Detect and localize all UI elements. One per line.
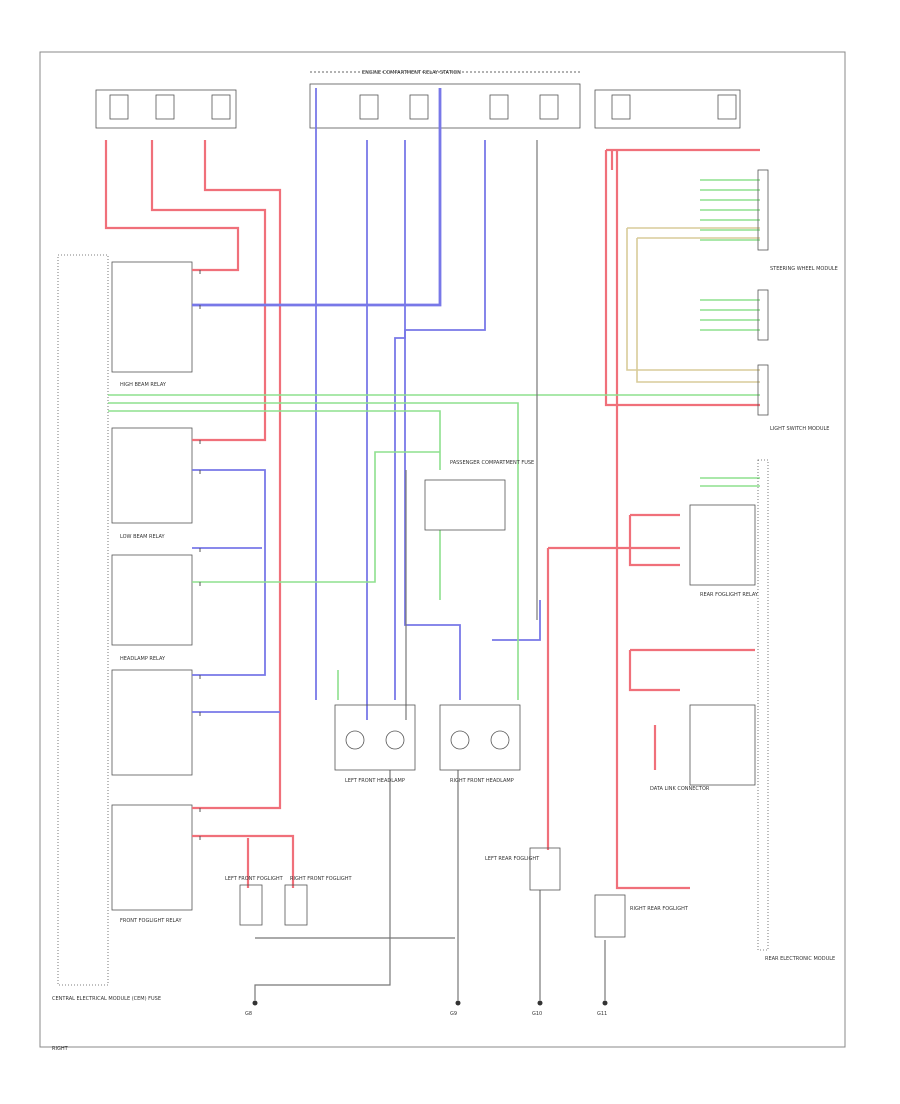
left-foglight-box: [239, 884, 263, 926]
high-beam-relay-label: HIGH BEAM RELAY: [120, 382, 167, 388]
relay-box-4: [111, 669, 193, 776]
right-headlamp-box: [439, 704, 521, 771]
cem-note: CENTRAL ELECTRICAL MODULE (CEM) FUSE: [52, 996, 161, 1002]
gray-wires: [254, 140, 606, 1000]
left-headlamp-box: [334, 704, 416, 771]
right-rear-fog-box: [594, 894, 626, 938]
ground-label-3: G10: [532, 1011, 542, 1017]
front-fog-relay-label: FRONT FOGLIGHT RELAY: [120, 918, 182, 924]
light-switch-label: LIGHT SWITCH MODULE: [770, 426, 829, 432]
headlamp-relay-box: [111, 554, 193, 646]
ground-symbols: [252, 1000, 608, 1006]
fuse-row-top: [95, 83, 741, 129]
passenger-fuse-box: [424, 479, 506, 531]
red-wires: [104, 140, 760, 890]
right-foglight-label: RIGHT FRONT FOGLIGHT: [290, 876, 352, 882]
right-rear-fog-label: RIGHT REAR FOGLIGHT: [630, 906, 689, 912]
right-foglight-box: [284, 884, 308, 926]
fog-relay-box: [689, 704, 756, 786]
ground-label-4: G11: [597, 1011, 607, 1017]
headlamp-relay-label: HEADLAMP RELAY: [120, 656, 166, 662]
left-foglight-label: LEFT FRONT FOGLIGHT: [225, 876, 284, 882]
footer-code: RIGHT: [52, 1046, 69, 1052]
low-beam-relay-label: LOW BEAM RELAY: [120, 534, 166, 540]
data-link-label: DATA LINK CONNECTOR: [650, 786, 710, 792]
rear-electronic-label: REAR ELECTRONIC MODULE: [765, 956, 835, 962]
right-headlamp-bulb: [450, 730, 470, 750]
front-fog-relay-box: [111, 804, 193, 911]
left-rear-fog-label: LEFT REAR FOGLIGHT: [485, 856, 540, 862]
ground-label-1: G8: [245, 1011, 252, 1017]
right-headlamp-label: RIGHT FRONT HEADLAMP: [450, 778, 514, 784]
rear-fog-relay-box: [689, 504, 756, 586]
left-rear-fog-box: [529, 847, 561, 891]
rear-electronic-module-box: [757, 459, 769, 951]
top-bus-label: ENGINE COMPARTMENT RELAY STATION: [362, 70, 461, 76]
right-headlamp-bulb-2: [490, 730, 510, 750]
high-beam-relay-box: [111, 261, 193, 373]
steering-module-box-2: [757, 289, 769, 341]
green-wires: [108, 179, 760, 700]
steering-module-box: [757, 169, 769, 251]
ground-label-2: G9: [450, 1011, 457, 1017]
diagram-frame: [39, 51, 846, 1048]
left-headlamp-bulb: [345, 730, 365, 750]
passenger-fuse-label: PASSENGER COMPARTMENT FUSE: [450, 460, 534, 466]
rear-fog-relay-label: REAR FOGLIGHT RELAY: [700, 592, 759, 598]
left-headlamp-bulb-2: [385, 730, 405, 750]
light-switch-module-box: [757, 364, 769, 416]
cem-strip: [57, 254, 109, 986]
left-headlamp-label: LEFT FRONT HEADLAMP: [345, 778, 405, 784]
steering-module-label: STEERING WHEEL MODULE: [770, 266, 838, 272]
low-beam-relay-box: [111, 427, 193, 524]
tan-wires: [626, 227, 760, 383]
blue-wires: [192, 88, 541, 720]
